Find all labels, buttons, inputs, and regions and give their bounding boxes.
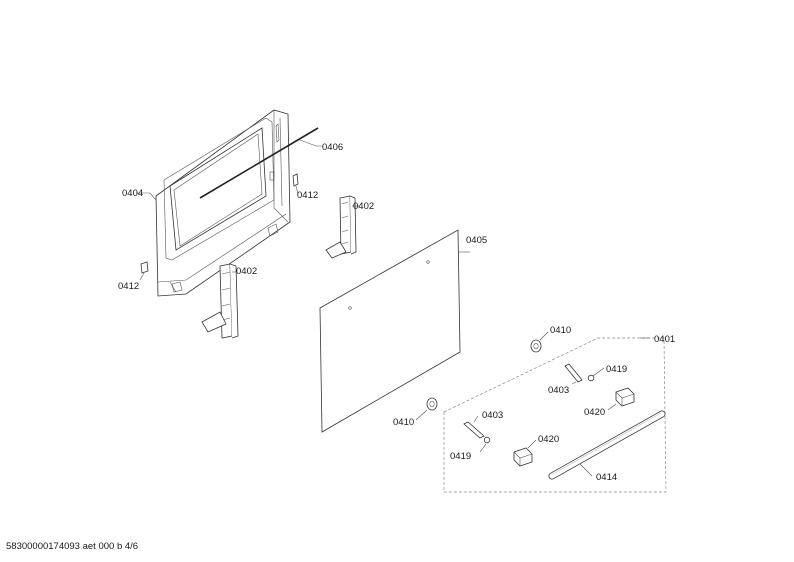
hinge-part-0402-right xyxy=(325,195,360,259)
pin-part-0403-upper xyxy=(564,363,583,385)
rod-part-0406 xyxy=(199,127,322,199)
label-0419-lower: 0419 xyxy=(450,451,471,462)
pin-part-0403-lower xyxy=(463,415,485,439)
label-0410-lower: 0410 xyxy=(393,417,414,428)
label-0403-upper: 0403 xyxy=(548,385,569,396)
clip-part-0412-left xyxy=(139,261,149,281)
clip-part-0412-right xyxy=(292,173,299,195)
label-0404: 0404 xyxy=(122,188,143,199)
label-0406: 0406 xyxy=(322,142,343,153)
hinge-part-0402-left xyxy=(201,263,239,339)
kit-boundary-0401 xyxy=(443,337,667,493)
label-0412-right: 0412 xyxy=(297,190,318,201)
washer-part-0419-lower xyxy=(479,436,491,453)
label-0402-right: 0402 xyxy=(353,201,374,212)
label-0403-lower: 0403 xyxy=(482,410,503,421)
bracket-part-0420-lower xyxy=(513,439,537,467)
washer-part-0419-upper xyxy=(587,367,605,382)
door-frame-part-0404 xyxy=(155,109,291,297)
label-0402-left: 0402 xyxy=(236,266,257,277)
bumper-part-0410-upper xyxy=(530,331,549,353)
label-0410-upper: 0410 xyxy=(550,325,571,336)
document-id-footer: 58300000174093 aet 000 b 4/6 xyxy=(6,541,139,552)
label-0412-left: 0412 xyxy=(118,281,139,292)
label-0401: 0401 xyxy=(654,334,675,345)
glass-pane-part-0405 xyxy=(319,229,470,433)
bumper-part-0410-lower xyxy=(415,397,438,421)
label-0420-upper: 0420 xyxy=(584,407,605,418)
label-0405: 0405 xyxy=(466,235,487,246)
bracket-part-0420-upper xyxy=(607,387,635,411)
label-0414: 0414 xyxy=(596,472,617,483)
label-0420-lower: 0420 xyxy=(538,434,559,445)
bar-part-0414 xyxy=(548,410,666,480)
label-0419-upper: 0419 xyxy=(606,364,627,375)
